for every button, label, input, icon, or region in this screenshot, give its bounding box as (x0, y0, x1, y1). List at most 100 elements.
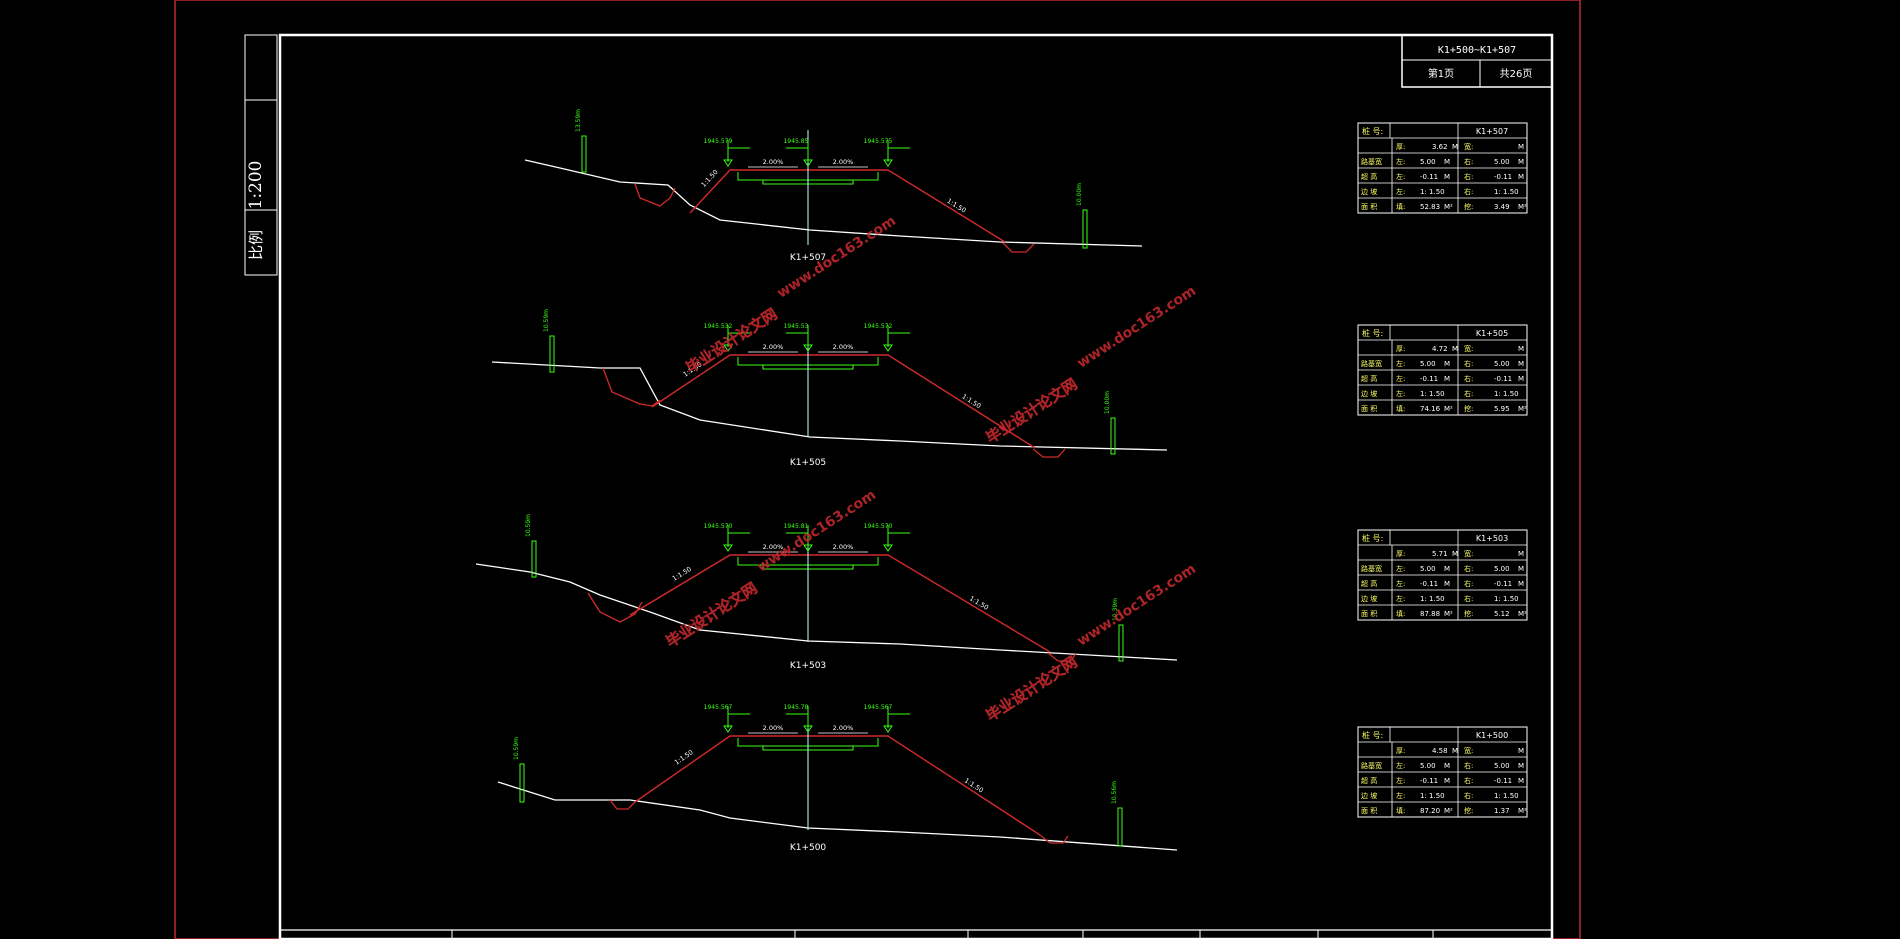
right-survey-pole (1110, 417, 1116, 455)
table-cell: 左: (1396, 359, 1405, 368)
watermark-cn: 毕业设计论文网 (663, 579, 761, 651)
table-cell: 右: (1464, 776, 1473, 785)
scale-strip: 1:200 比例 (244, 34, 278, 276)
table-cell: 边 坡 (1361, 594, 1377, 603)
embankment-outline (689, 169, 1006, 243)
table-cell: 74.16 (1420, 405, 1441, 413)
table-cell: 右: (1464, 157, 1473, 166)
table-cell: 1.37 (1494, 807, 1510, 815)
table-cell: 挖: (1464, 404, 1473, 413)
inner-frame (278, 33, 1554, 939)
table-cell: 5.00 (1420, 360, 1436, 368)
table-cell: 5.12 (1494, 610, 1510, 618)
embankment-outline (651, 354, 1036, 449)
table-cell: M (1518, 565, 1524, 573)
left-ditch (634, 183, 676, 207)
right-elevation-label: 1945.567 (864, 704, 893, 711)
crossfall-right: 2.00% (833, 158, 854, 166)
right-ditch (1032, 448, 1066, 458)
table-cell: 宽: (1464, 142, 1473, 151)
watermark-url: www.doc163.com (1074, 561, 1199, 650)
table-cell: M (1444, 580, 1450, 588)
table-cell: 左: (1396, 157, 1405, 166)
scale-label: 比例 (247, 230, 265, 260)
elevation-marker (803, 544, 813, 552)
table-cell: M (1518, 143, 1524, 151)
table-cell: M (1444, 158, 1450, 166)
table-cell: 超 高 (1361, 776, 1377, 785)
elevation-marker (723, 159, 733, 167)
left-elevation-label: 1945.579 (704, 138, 733, 145)
crossfall-right: 2.00% (833, 724, 854, 732)
table-cell: M (1444, 565, 1450, 573)
table-cell: 1: 1.50 (1494, 188, 1519, 196)
right-pole-label: 10.56m (1111, 781, 1118, 804)
left-survey-pole (519, 763, 525, 803)
left-survey-pole (531, 540, 537, 578)
crossfall-right: 2.00% (833, 543, 854, 551)
right-ditch (1039, 834, 1069, 844)
table-cell: 1: 1.50 (1420, 188, 1445, 196)
table-cell: 1: 1.50 (1494, 595, 1519, 603)
table-cell: 填: (1396, 404, 1405, 413)
table-cell: 5.71 (1432, 550, 1448, 558)
left-survey-pole (581, 135, 587, 173)
table-cell: M (1452, 747, 1458, 755)
right-ditch (1002, 242, 1035, 253)
table-cell: 填: (1396, 609, 1405, 618)
table-cell: 超 高 (1361, 374, 1377, 383)
table-cell: 左: (1396, 594, 1405, 603)
ground-line (475, 563, 1178, 661)
station-label: K1+500 (790, 843, 827, 853)
watermark-cn: 毕业设计论文网 (983, 375, 1081, 447)
table-cell: 面 积 (1361, 609, 1377, 618)
elevation-marker (883, 544, 893, 552)
table-cell: 左: (1396, 389, 1405, 398)
table-header-value: K1+503 (1476, 534, 1508, 543)
elevation-marker (883, 344, 893, 352)
elevation-marker (883, 725, 893, 733)
table-cell: M (1518, 580, 1524, 588)
elevation-marker (723, 544, 733, 552)
table-cell: 5.00 (1420, 565, 1436, 573)
table-cell: 5.00 (1494, 158, 1510, 166)
crossfall-left: 2.00% (763, 543, 784, 551)
sheet-label: 第1页 (1428, 67, 1454, 80)
table-cell: 右: (1464, 564, 1473, 573)
table-cell: 填: (1396, 806, 1405, 815)
title-block: K1+500~K1+507 第1页 共26页 (1401, 34, 1553, 88)
table-cell: M (1518, 360, 1524, 368)
table-cell: 左: (1396, 579, 1405, 588)
crossfall-left: 2.00% (763, 158, 784, 166)
table-cell: 边 坡 (1361, 187, 1377, 196)
table-cell: 宽: (1464, 344, 1473, 353)
table-cell: -0.11 (1494, 777, 1512, 785)
table-cell: 右: (1464, 761, 1473, 770)
table-cell: -0.11 (1420, 777, 1438, 785)
right-elevation-label: 1945.575 (864, 138, 893, 145)
table-cell: 3.49 (1494, 203, 1510, 211)
table-cell: M² (1444, 203, 1453, 211)
crossfall-left: 2.00% (763, 724, 784, 732)
ground-line (524, 159, 1143, 247)
table-cell: 右: (1464, 594, 1473, 603)
table-cell: 右: (1464, 187, 1473, 196)
right-elevation-label: 1945.570 (864, 523, 893, 530)
table-cell: M (1518, 550, 1524, 558)
right-pole-label: 10.39m (1112, 598, 1119, 621)
table-cell: 52.83 (1420, 203, 1440, 211)
table-cell: M (1518, 747, 1524, 755)
table-cell: 5.00 (1494, 565, 1510, 573)
scale-value: 1:200 (246, 161, 266, 210)
center-elevation-label: 1945.81 (784, 523, 809, 530)
station-label: K1+507 (790, 253, 826, 263)
center-elevation-label: 1945.78 (784, 704, 809, 711)
table-cell: M² (1518, 807, 1527, 815)
